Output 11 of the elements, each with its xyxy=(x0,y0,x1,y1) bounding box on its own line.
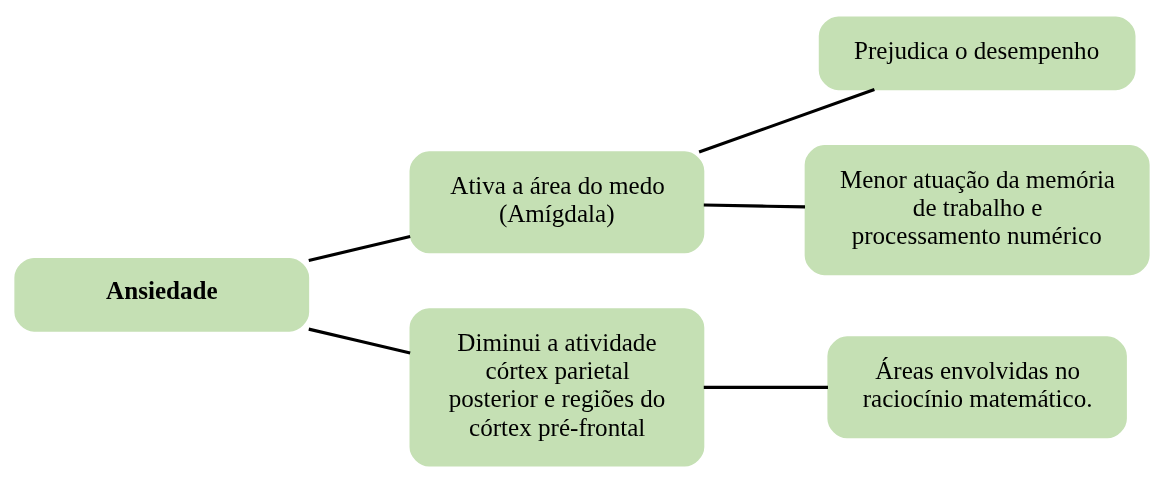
connector xyxy=(698,88,875,154)
connector xyxy=(703,385,828,389)
node-box: Prejudica o desempenho xyxy=(818,16,1136,91)
node-box: Ansiedade xyxy=(14,257,310,332)
node-box: Diminui a atividade córtex parietal posterior e regiões do córtex pré-frontal xyxy=(409,308,705,467)
connector xyxy=(308,235,411,262)
connector xyxy=(703,203,806,209)
node-box: Menor atuação da memória de trabalho e processamento numérico xyxy=(804,145,1150,276)
node-box: Ativa a área do medo (Amígdala) xyxy=(409,151,705,254)
node-box: Áreas envolvidas no raciocínio matemático. xyxy=(827,336,1127,439)
connector xyxy=(308,327,411,355)
